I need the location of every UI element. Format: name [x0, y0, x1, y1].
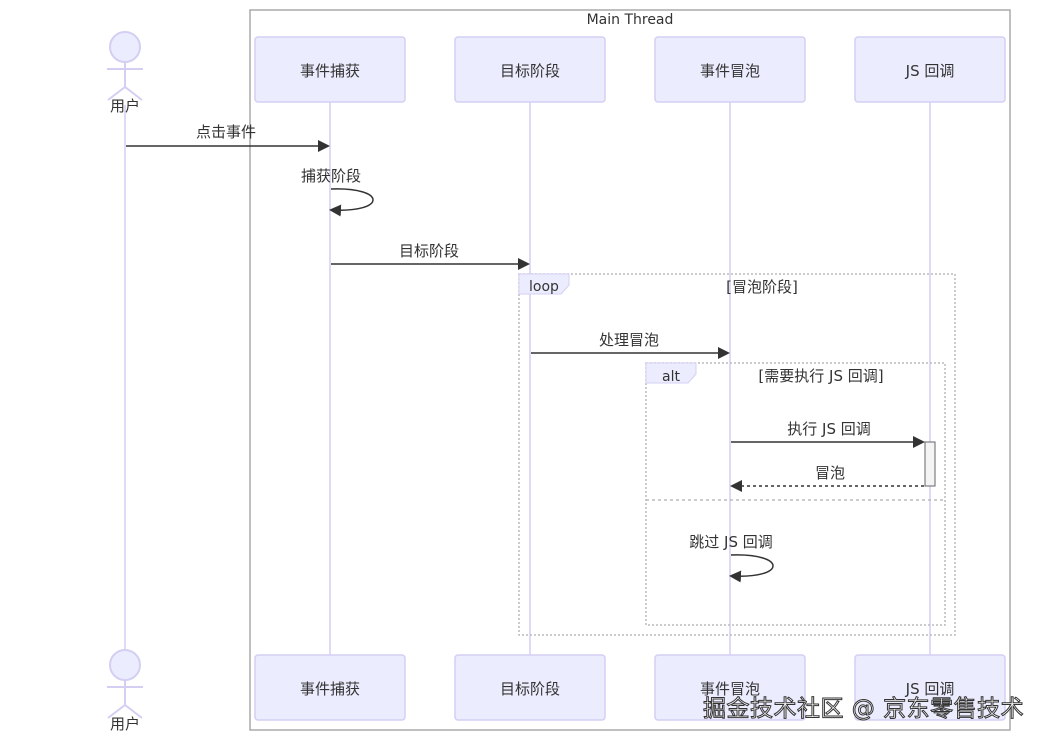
participant-box	[454, 654, 606, 721]
message-label-click: 点击事件	[196, 123, 256, 141]
activation-bar	[924, 441, 936, 487]
participant-box	[854, 36, 1006, 103]
actor-leg-right	[124, 704, 143, 719]
message-label-skip: 跳过 JS 回调	[689, 533, 772, 551]
participant-box	[654, 36, 806, 103]
loop-condition: [冒泡阶段]	[726, 278, 798, 296]
participant-bubble-bottom: 事件冒泡	[654, 654, 806, 721]
watermark: 掘金技术社区 @ 京东零售技术	[702, 696, 1025, 723]
participant-label: JS 回调	[905, 62, 955, 80]
actor-label: 用户	[110, 97, 140, 115]
participant-label: 事件冒泡	[700, 680, 760, 698]
alt-condition: [需要执行 JS 回调]	[758, 367, 883, 385]
actor-head	[109, 31, 141, 63]
actor-leg-left	[107, 86, 126, 101]
loop-keyword: loop	[529, 279, 559, 295]
participant-bubble-top: 事件冒泡	[654, 36, 806, 103]
participant-js-callback-top: JS 回调	[854, 36, 1006, 103]
participant-capture-bottom: 事件捕获	[254, 654, 406, 721]
alt-keyword: alt	[662, 369, 680, 385]
actor-leg-right	[124, 86, 143, 101]
participant-label: 目标阶段	[500, 680, 560, 698]
participant-box	[454, 36, 606, 103]
participant-box	[254, 654, 406, 721]
loop-label-tab	[518, 273, 570, 295]
alt-label-tab	[645, 362, 697, 384]
participant-label: 目标阶段	[500, 62, 560, 80]
main-thread-group	[249, 9, 1011, 731]
participant-label: JS 回调	[905, 680, 955, 698]
participant-box	[254, 36, 406, 103]
actor-head	[109, 649, 141, 681]
message-label-return-bubble: 冒泡	[815, 464, 845, 482]
actor-top: 用户	[107, 31, 143, 115]
message-arrow-skip-self	[729, 554, 774, 583]
participant-capture-top: 事件捕获	[254, 36, 406, 103]
message-label-capture: 捕获阶段	[301, 167, 361, 185]
message-label-exec-js: 执行 JS 回调	[787, 420, 870, 438]
loop-fragment	[518, 273, 956, 636]
message-arrow-capture-self	[329, 188, 374, 217]
participant-label: 事件冒泡	[700, 62, 760, 80]
participant-label: 事件捕获	[300, 680, 360, 698]
participant-box	[854, 654, 1006, 721]
group-label: Main Thread	[587, 12, 674, 28]
alt-fragment	[645, 362, 946, 626]
actor-bottom: 用户	[107, 649, 143, 733]
message-label-process-bubble: 处理冒泡	[599, 331, 659, 349]
participant-target-bottom: 目标阶段	[454, 654, 606, 721]
participant-js-callback-bottom: JS 回调	[854, 654, 1006, 721]
message-label-target: 目标阶段	[399, 242, 459, 260]
participant-label: 事件捕获	[300, 62, 360, 80]
actor-label: 用户	[110, 715, 140, 733]
actor-leg-left	[107, 704, 126, 719]
participant-box	[654, 654, 806, 721]
participant-target-top: 目标阶段	[454, 36, 606, 103]
